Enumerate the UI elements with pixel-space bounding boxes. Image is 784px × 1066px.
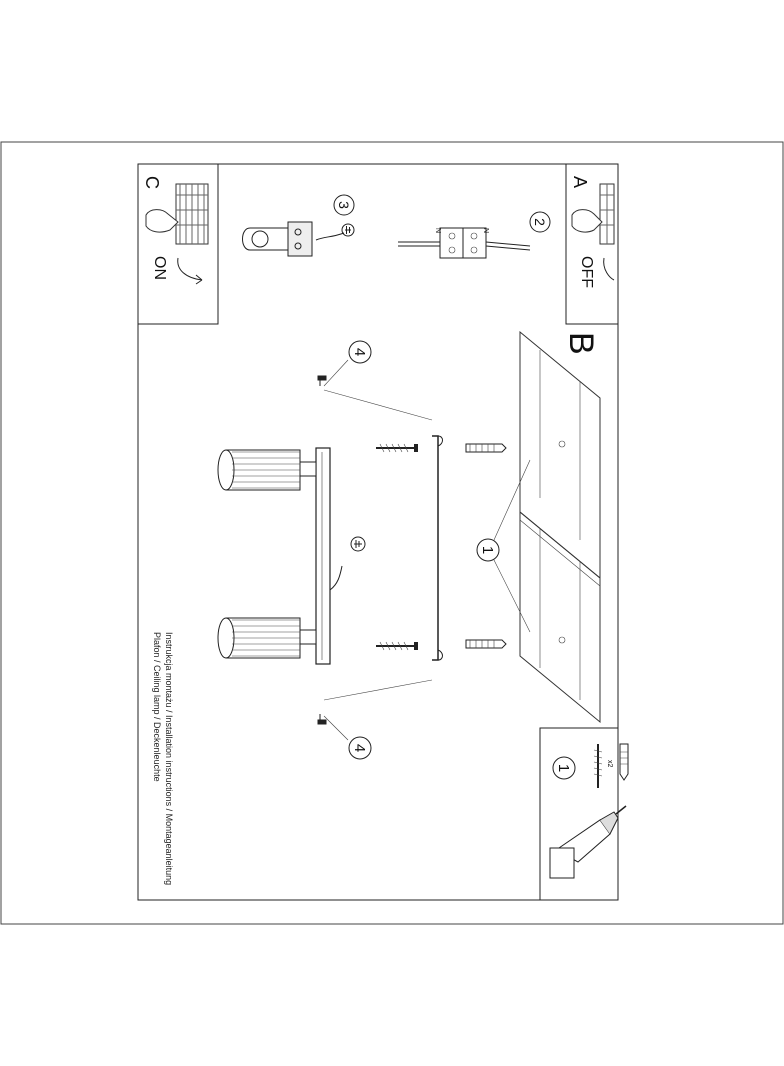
- screw-icon: [376, 443, 418, 453]
- lamp-shade-right: [217, 617, 317, 659]
- fuse-box-icon: [599, 183, 615, 245]
- step-4-badge: [348, 736, 372, 760]
- tools-step-label: 1: [555, 764, 572, 772]
- neutral-mark-left: N: [434, 228, 441, 233]
- wall-plug-icon: [619, 743, 629, 781]
- hand-icon: [145, 209, 179, 233]
- panel-a-state: OFF: [578, 256, 595, 288]
- hand-icon: [571, 209, 603, 233]
- panel-c-state: ON: [151, 256, 168, 280]
- drawing-frame: [137, 163, 619, 901]
- step-3-badge: [333, 194, 355, 216]
- ground-icon: [350, 536, 366, 552]
- panel-c: C ON: [137, 163, 219, 325]
- tools-step-badge: [552, 756, 576, 780]
- screw-icon: [317, 714, 327, 725]
- drill-icon: [549, 805, 627, 879]
- step-4-marker-top: 4: [317, 340, 372, 387]
- panel-a: A OFF: [565, 163, 619, 325]
- step-3-label: 3: [336, 201, 352, 209]
- caption-line-1: Instrukcja montażu / Installation instru…: [164, 632, 174, 885]
- step-2-label: 2: [532, 218, 548, 226]
- lamp-base-bar: [315, 447, 331, 665]
- step-2-badge: [529, 211, 551, 233]
- fuse-box-icon: [175, 183, 209, 245]
- ground-lug-icon: [242, 227, 291, 251]
- panel-a-letter: A: [570, 176, 590, 188]
- wall-plug-icon: [465, 443, 507, 453]
- step-1-marker: 1: [476, 459, 531, 633]
- neutral-mark-right: N: [482, 228, 489, 233]
- step-4-badge: [348, 340, 372, 364]
- outer-frame: [0, 141, 784, 925]
- ceiling-plane: [519, 330, 601, 724]
- step-1-badge: [476, 538, 500, 562]
- screw-icon: [593, 744, 603, 788]
- step-1-label: 1: [479, 546, 496, 554]
- step-3-ground-connection: 3: [242, 194, 355, 257]
- panel-b-letter: B: [562, 332, 600, 355]
- caption-line-2: Plafon / Ceiling lamp / Deckenleuchte: [152, 632, 162, 782]
- wall-plug-icon: [465, 639, 507, 649]
- lamp-fixture: [217, 447, 366, 665]
- rotate-arrow-icon: [177, 257, 203, 281]
- tools-panel: 1 x2: [539, 727, 629, 901]
- step-4-label: 4: [351, 744, 368, 752]
- rotate-arrow-icon: [603, 257, 615, 281]
- lamp-shade-left: [217, 449, 317, 491]
- screw-icon: [317, 375, 327, 386]
- step-4-label: 4: [351, 348, 368, 356]
- panel-c-letter: C: [142, 176, 162, 189]
- tools-quantity: x2: [606, 760, 613, 768]
- ground-icon: [341, 223, 355, 237]
- step-2-wiring: 2 N N: [398, 211, 551, 259]
- mounting-bracket: [323, 389, 443, 701]
- screw-icon: [376, 641, 418, 651]
- step-4-marker-bottom: 4: [317, 714, 372, 760]
